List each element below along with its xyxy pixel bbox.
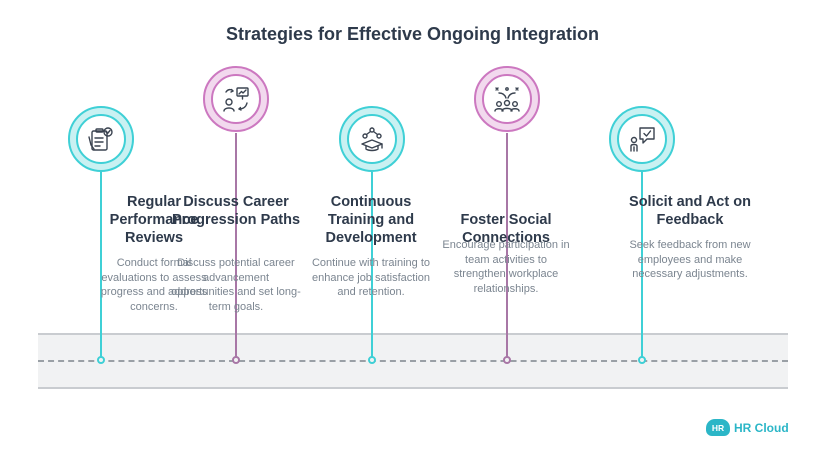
milestone-1-description: Conduct formal evaluations to assess pro… <box>100 257 208 313</box>
milestone-4-badge <box>474 66 540 132</box>
road-center-dashes <box>38 360 788 362</box>
milestone-5-stem <box>641 172 643 359</box>
milestone-4-stem <box>506 133 508 359</box>
milestone-3-stem <box>371 172 373 359</box>
milestone-3-badge <box>339 106 405 172</box>
milestone-1-heading: Regular Performance Reviews <box>109 194 199 246</box>
milestone-3-description: Continue with training to enhance job sa… <box>311 257 431 298</box>
graduation-cap-icon <box>361 127 383 152</box>
milestone-2-heading: Discuss Career Progression Paths <box>171 194 301 228</box>
milestone-2-badge <box>203 66 269 132</box>
milestone-4-description: Encourage participation in team activiti… <box>442 239 570 295</box>
milestone-2-node <box>232 356 240 364</box>
feedback-chat-icon <box>630 127 655 152</box>
milestone-5-node <box>638 356 646 364</box>
diagram-title: Strategies for Effective Ongoing Integra… <box>225 24 600 44</box>
milestone-2-stem <box>235 133 237 359</box>
milestone-4-heading: Foster Social Connections <box>460 212 552 246</box>
milestone-4-node <box>503 356 511 364</box>
logo-text: HR Cloud <box>734 420 789 435</box>
milestone-1-stem <box>100 172 102 359</box>
milestone-1-badge <box>68 106 134 172</box>
team-strategy-icon <box>494 87 520 112</box>
milestone-1-node <box>97 356 105 364</box>
career-presentation-icon <box>223 87 249 112</box>
milestone-3-heading: Continuous Training and Development <box>325 194 417 246</box>
milestone-5-badge <box>609 106 675 172</box>
milestone-3-node <box>368 356 376 364</box>
cloud-logo-icon: HR <box>706 419 730 436</box>
milestone-2-description: Discuss potential career advancement opp… <box>171 257 301 313</box>
milestone-5-description: Seek feedback from new employees and mak… <box>629 239 751 280</box>
clipboard-check-icon <box>88 127 113 151</box>
hr-cloud-logo: HR HR Cloud <box>706 419 789 436</box>
milestone-5-heading: Solicit and Act on Feedback <box>629 194 751 228</box>
